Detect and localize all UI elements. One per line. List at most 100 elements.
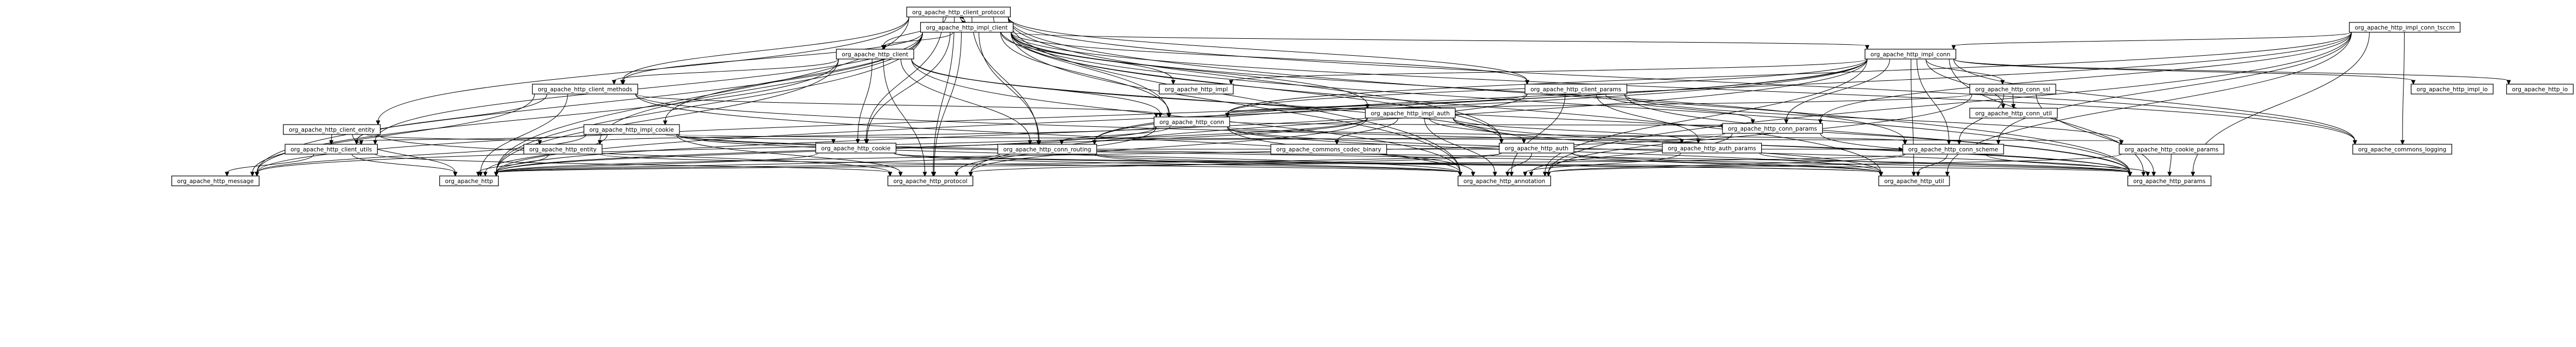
package-box xyxy=(2411,84,2494,95)
package-label: org_apache_http_impl_auth xyxy=(1371,110,1450,117)
package-nodes: org_apache_http_client_protocol org_apach… xyxy=(171,7,2574,186)
package-node-client-utils: org_apache_http_client_utils xyxy=(284,144,378,155)
package-box xyxy=(1969,108,2058,119)
package-box xyxy=(523,144,603,155)
package-node-params: org_apache_http_params xyxy=(2127,175,2211,186)
dependency-edge xyxy=(250,93,535,177)
package-box xyxy=(887,175,974,186)
package-label: org_apache_http_cookie_params xyxy=(2125,146,2219,153)
dependency-edge xyxy=(1229,58,1868,85)
package-node-annotation: org_apache_http_annotation xyxy=(1457,175,1551,186)
package-label: org_apache_http_util xyxy=(1884,178,1944,185)
dependency-edge xyxy=(1916,154,1948,177)
package-box xyxy=(439,175,499,186)
package-node-impl-client: org_apache_http_impl_client xyxy=(920,22,1013,33)
dependency-edge xyxy=(864,16,944,144)
dependency-edge xyxy=(883,58,927,177)
package-node-commons-codec: org_apache_commons_codec_binary xyxy=(1270,144,1387,155)
package-box xyxy=(1969,84,2056,95)
package-box xyxy=(2119,144,2225,155)
package-label: org_apache_http_auth xyxy=(1505,145,1569,152)
dependency-edge xyxy=(329,134,333,145)
dependency-edge xyxy=(483,134,608,177)
dependency-edge xyxy=(2167,154,2172,177)
package-box xyxy=(532,84,639,95)
dependency-edge xyxy=(932,32,962,177)
package-label: org_apache_http xyxy=(445,178,493,185)
package-label: org_apache_http_message xyxy=(177,178,254,185)
dependency-edge xyxy=(1571,152,1883,177)
package-label: org_apache_http_client_utils xyxy=(290,146,372,153)
package-node-impl-cookie: org_apache_http_impl_cookie xyxy=(583,124,680,135)
dependency-edge xyxy=(612,58,839,85)
package-box xyxy=(2506,84,2574,95)
package-box xyxy=(1153,116,1230,127)
package-box xyxy=(1878,175,1950,186)
package-node-entity: org_apache_http_entity xyxy=(523,144,603,155)
package-box xyxy=(906,7,1011,17)
package-label: org_apache_http_conn_params xyxy=(1728,126,1817,132)
dependency-edge xyxy=(378,134,892,177)
package-node-http: org_apache_http xyxy=(439,175,499,186)
dependency-edge xyxy=(1092,133,1725,145)
package-box xyxy=(1722,123,1823,134)
package-node-impl-auth: org_apache_http_impl_auth xyxy=(1365,108,1456,119)
dependency-edge xyxy=(254,117,1368,177)
package-label: org_apache_http_conn_ssl xyxy=(1975,86,2050,93)
package-label: org_apache_http_params xyxy=(2133,178,2206,185)
package-label: org_apache_http_impl_conn xyxy=(1870,51,1950,58)
dependency-edge xyxy=(971,16,1041,145)
dependency-edge xyxy=(494,154,1906,177)
dependency-edge xyxy=(1505,152,1533,177)
dependency-edge xyxy=(901,58,1033,145)
package-label: org_apache_http_impl xyxy=(1165,86,1228,93)
dependency-edge xyxy=(1818,32,2352,125)
dependency-edge xyxy=(1523,152,1681,177)
package-label: org_apache_http_conn_scheme xyxy=(1909,146,1999,153)
package-node-conn: org_apache_http_conn xyxy=(1153,116,1230,127)
dependency-edge xyxy=(1225,93,1972,118)
package-label: org_apache_http_impl_conn_tsccm xyxy=(2355,25,2455,31)
dependency-edge xyxy=(1010,32,1504,144)
package-node-conn-scheme: org_apache_http_conn_scheme xyxy=(1902,144,2004,155)
package-label: org_apache_http_client_protocol xyxy=(912,9,1005,16)
package-box xyxy=(815,143,897,154)
package-node-protocol: org_apache_http_protocol xyxy=(887,175,974,186)
package-label: org_apache_http_entity xyxy=(529,146,597,153)
package-box xyxy=(1902,144,2004,155)
dependency-edge xyxy=(1957,93,2005,145)
package-label: org_apache_http_impl_cookie xyxy=(589,127,674,133)
package-box xyxy=(1457,175,1551,186)
package-node-auth: org_apache_http_auth xyxy=(1499,143,1575,154)
dependency-edge xyxy=(375,16,909,126)
package-box xyxy=(1270,144,1387,155)
package-box xyxy=(1864,49,1957,60)
package-box xyxy=(284,144,378,155)
package-box xyxy=(283,124,381,135)
package-node-impl-io: org_apache_http_impl_io xyxy=(2411,84,2494,95)
package-box xyxy=(1159,84,1234,95)
dependency-edge xyxy=(1007,16,1530,85)
dependency-edge xyxy=(478,93,568,177)
package-label: org_apache_http_io xyxy=(2512,86,2568,93)
package-node-impl-conn-tsccm: org_apache_http_impl_conn_tsccm xyxy=(2349,22,2461,33)
dependency-edge xyxy=(1953,58,2416,85)
package-node-cookie-params: org_apache_http_cookie_params xyxy=(2119,144,2225,155)
dependency-edge xyxy=(1227,126,1907,145)
package-node-commons-logging: org_apache_commons_logging xyxy=(2352,144,2453,155)
dependency-edge xyxy=(1096,147,1904,151)
package-label: org_apache_http_auth_params xyxy=(1668,145,1756,152)
package-label: org_apache_http_impl_io xyxy=(2417,86,2488,93)
dependency-edge xyxy=(621,32,923,85)
package-label: org_apache_http_protocol xyxy=(893,178,968,185)
package-node-impl-conn: org_apache_http_impl_conn xyxy=(1864,49,1957,60)
package-node-cookie: org_apache_http_cookie xyxy=(815,143,897,154)
dependency-edge xyxy=(1546,154,2122,177)
package-label: org_apache_http_annotation xyxy=(1464,178,1546,185)
package-label: org_apache_commons_logging xyxy=(2358,146,2447,153)
package-box xyxy=(1499,143,1575,154)
dependency-edge xyxy=(979,32,1042,145)
package-label: org_apache_http_cookie xyxy=(821,145,891,152)
dependency-edge xyxy=(1925,58,2005,85)
package-node-client-protocol: org_apache_http_client_protocol xyxy=(906,7,1011,17)
